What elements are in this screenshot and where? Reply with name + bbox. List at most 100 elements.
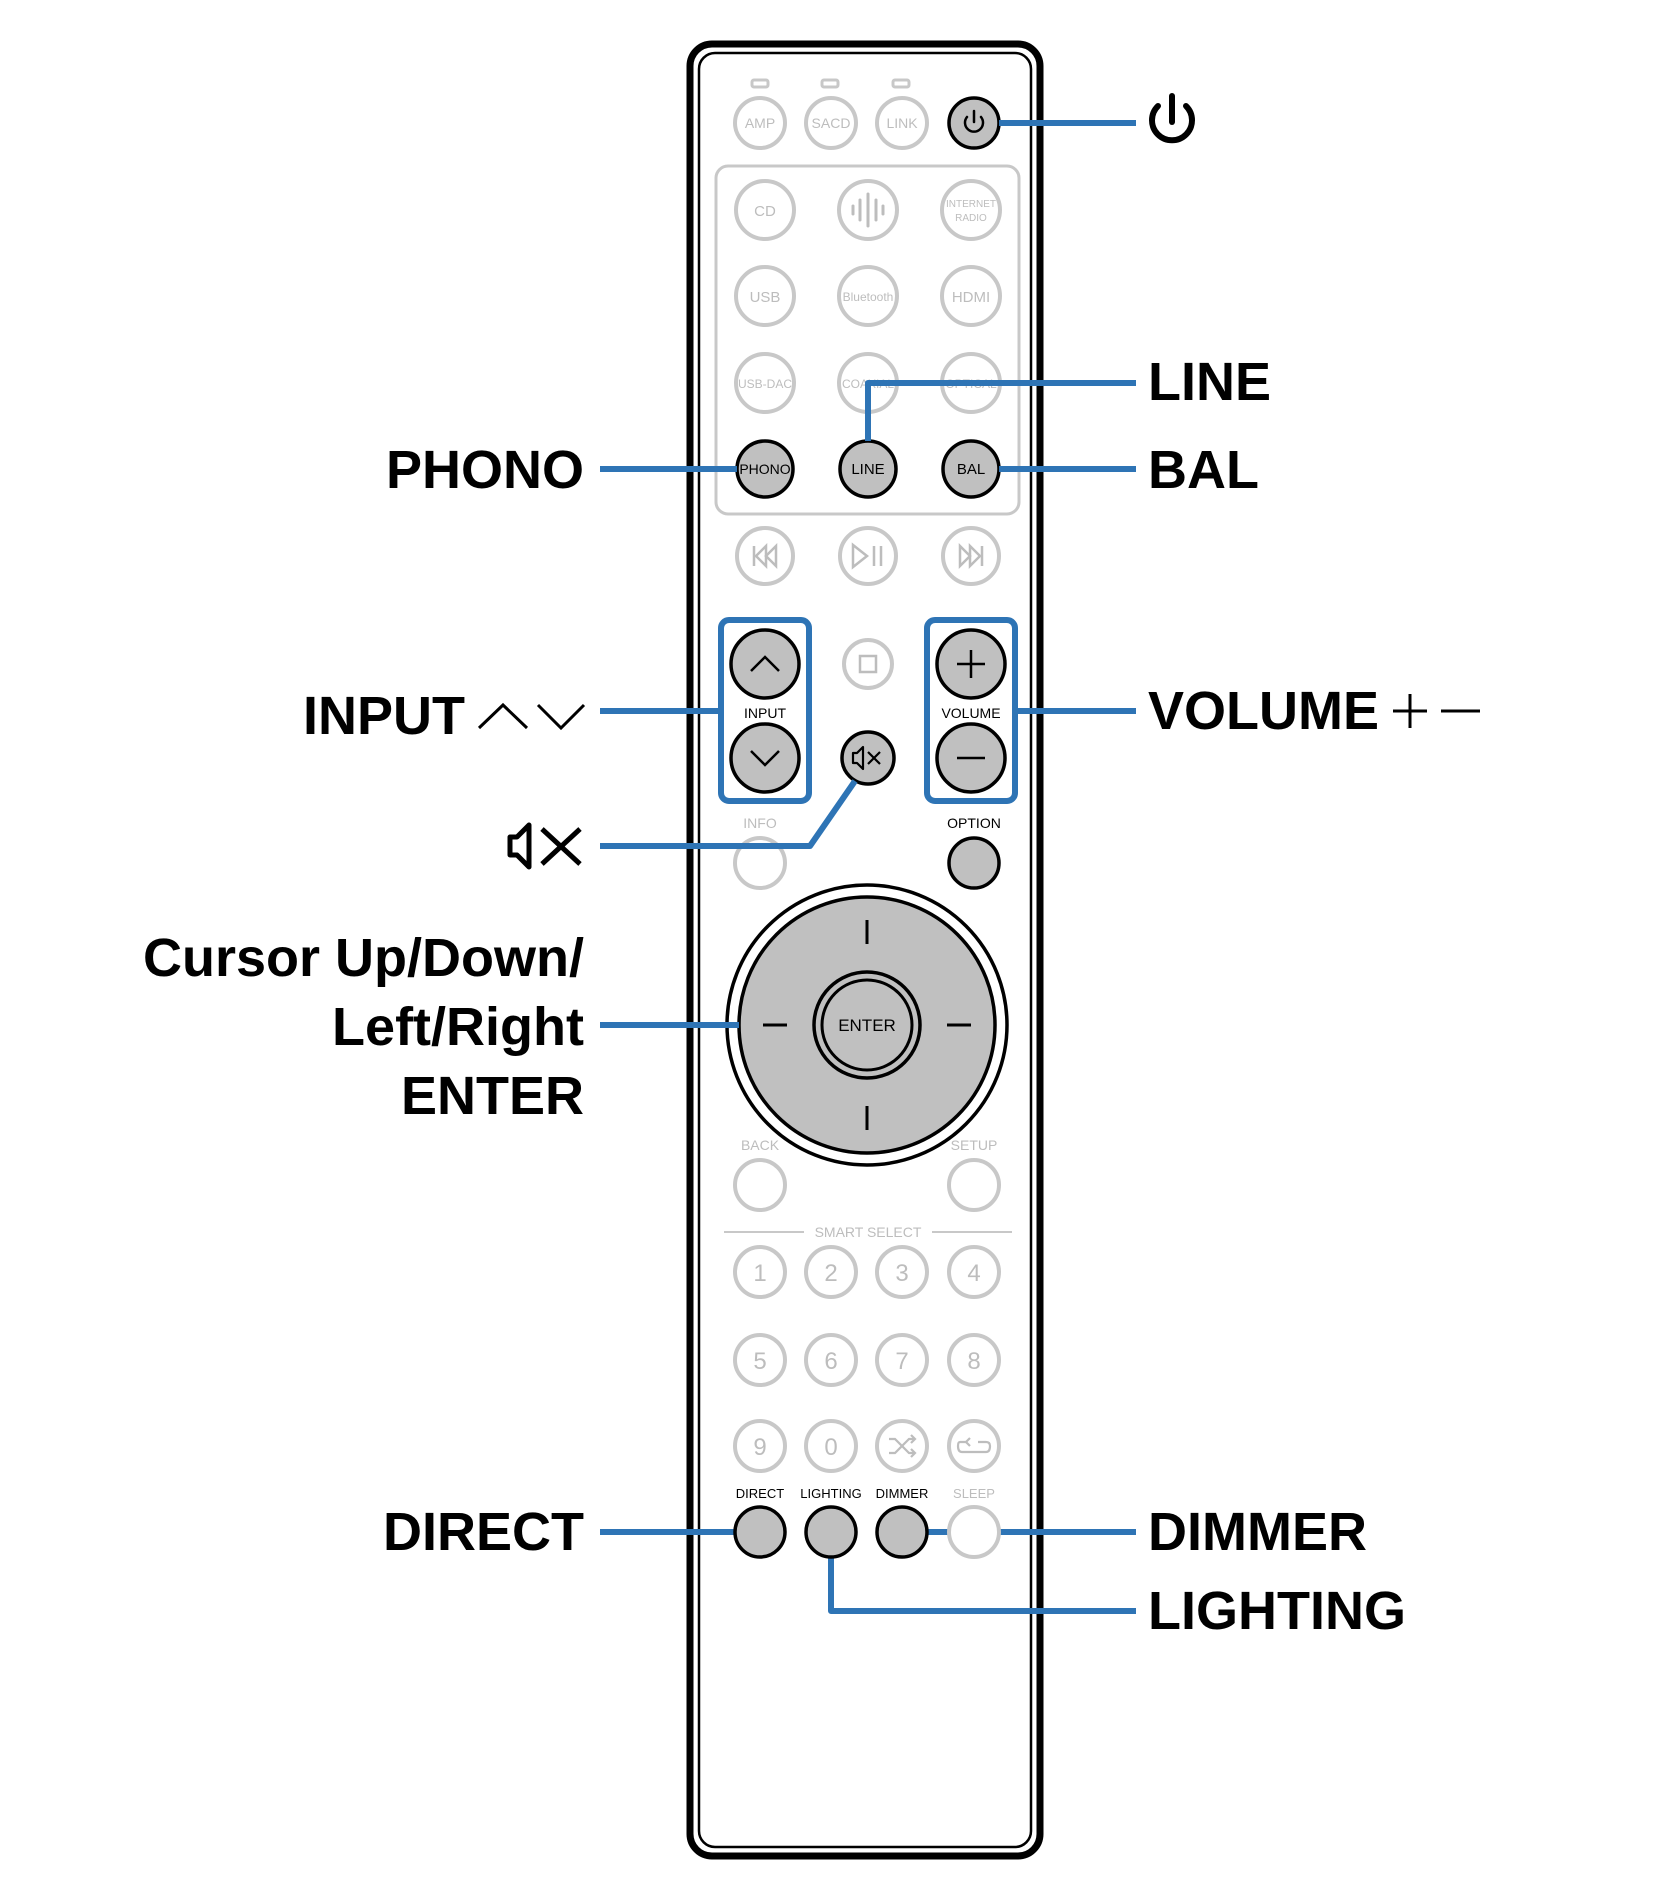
indicator-leds — [750, 78, 911, 89]
number-button-3[interactable]: 3 — [875, 1245, 929, 1299]
sleep-button[interactable] — [947, 1505, 1001, 1559]
internet-radio-button[interactable]: INTERNET RADIO — [940, 179, 1002, 241]
info-button[interactable] — [733, 836, 787, 890]
volume-label: VOLUME — [941, 705, 1000, 721]
skip-back-button[interactable] — [735, 526, 795, 586]
mute-icon — [507, 822, 582, 870]
volume-down-button[interactable] — [935, 722, 1007, 794]
number-button-6[interactable]: 6 — [804, 1333, 858, 1387]
repeat-button[interactable] — [947, 1419, 1001, 1473]
leader-lines — [600, 120, 1136, 1614]
input-down-button[interactable] — [729, 722, 801, 794]
direct-button[interactable] — [733, 1505, 787, 1559]
play-pause-button[interactable] — [838, 526, 898, 586]
network-button[interactable] — [837, 179, 899, 241]
number-button-1[interactable]: 1 — [733, 1245, 787, 1299]
smart-select-divider: SMART SELECT — [724, 1224, 1012, 1240]
skip-back-icon — [752, 542, 778, 570]
callout-dimmer: DIMMER — [1148, 1502, 1367, 1562]
svg-text:LINK: LINK — [886, 115, 918, 131]
power-icon — [963, 109, 985, 133]
input-up-button[interactable] — [729, 628, 801, 700]
link-button[interactable]: LINK — [875, 96, 929, 150]
number-button-9[interactable]: 9 — [733, 1419, 787, 1473]
svg-text:PHONO: PHONO — [739, 461, 790, 477]
svg-text:INPUT: INPUT — [303, 686, 465, 746]
cd-button[interactable]: CD — [734, 179, 796, 241]
shuffle-icon — [889, 1434, 917, 1458]
usb-dac-button[interactable]: USB-DAC — [734, 352, 796, 414]
number-button-7[interactable]: 7 — [875, 1333, 929, 1387]
enter-button[interactable]: ENTER — [812, 970, 922, 1080]
svg-text:3: 3 — [895, 1260, 908, 1287]
svg-text:CD: CD — [754, 203, 776, 220]
option-button[interactable] — [947, 836, 1001, 890]
callout-input: INPUT — [303, 686, 586, 746]
svg-text:LINE: LINE — [851, 461, 884, 478]
setup-button[interactable] — [947, 1158, 1001, 1212]
callout-line: LINE — [1148, 352, 1271, 412]
info-label: INFO — [743, 815, 777, 831]
chevron-up-icon — [477, 702, 529, 730]
chevron-down-icon — [750, 750, 780, 767]
usb-button[interactable]: USB — [734, 265, 796, 327]
hdmi-button[interactable]: HDMI — [940, 265, 1002, 327]
amp-button[interactable]: AMP — [733, 96, 787, 150]
svg-text:SMART SELECT: SMART SELECT — [815, 1224, 922, 1240]
dimmer-label: DIMMER — [876, 1486, 929, 1501]
callout-volume: VOLUME — [1148, 681, 1480, 741]
power-button[interactable] — [947, 96, 1001, 150]
line-button[interactable]: LINE — [838, 439, 898, 499]
random-button[interactable] — [875, 1419, 929, 1473]
svg-text:RADIO: RADIO — [955, 213, 987, 224]
mute-button[interactable] — [840, 730, 896, 786]
network-icon — [851, 192, 885, 228]
callout-cursor-line1: Cursor Up/Down/ — [143, 928, 584, 988]
sleep-label: SLEEP — [953, 1486, 995, 1501]
svg-text:6: 6 — [824, 1348, 837, 1375]
direct-label: DIRECT — [736, 1486, 784, 1501]
bluetooth-button[interactable]: Bluetooth — [837, 265, 899, 327]
option-label: OPTION — [947, 815, 1001, 831]
chevron-down-icon — [536, 703, 586, 731]
setup-label: SETUP — [951, 1137, 998, 1153]
power-icon — [1149, 93, 1195, 144]
lighting-button[interactable] — [804, 1505, 858, 1559]
dimmer-button[interactable] — [875, 1505, 929, 1559]
svg-text:Bluetooth: Bluetooth — [843, 290, 894, 304]
number-button-0[interactable]: 0 — [804, 1419, 858, 1473]
stop-button[interactable] — [842, 638, 894, 690]
mute-icon — [851, 745, 881, 771]
svg-text:ENTER: ENTER — [838, 1016, 896, 1035]
play-pause-icon — [851, 542, 883, 570]
svg-text:USB-DAC: USB-DAC — [738, 377, 792, 391]
chevron-up-icon — [750, 655, 780, 672]
svg-text:HDMI: HDMI — [952, 289, 990, 306]
svg-text:0: 0 — [824, 1434, 837, 1461]
callout-cursor-line2: Left/Right — [332, 997, 584, 1057]
skip-forward-button[interactable] — [941, 526, 1001, 586]
svg-text:AMP: AMP — [745, 115, 775, 131]
volume-up-button[interactable] — [935, 628, 1007, 700]
repeat-icon — [956, 1437, 992, 1454]
number-button-5[interactable]: 5 — [733, 1333, 787, 1387]
callout-phono: PHONO — [386, 440, 584, 500]
phono-button[interactable]: PHONO — [735, 439, 795, 499]
callout-power — [1149, 93, 1195, 144]
number-button-4[interactable]: 4 — [947, 1245, 1001, 1299]
number-button-8[interactable]: 8 — [947, 1333, 1001, 1387]
svg-text:BAL: BAL — [957, 461, 985, 478]
callout-direct: DIRECT — [383, 1502, 584, 1562]
stop-icon — [858, 654, 878, 674]
number-button-2[interactable]: 2 — [804, 1245, 858, 1299]
lighting-label: LIGHTING — [800, 1486, 861, 1501]
plus-icon — [957, 650, 985, 678]
callout-mute — [507, 822, 582, 870]
source-panel — [714, 164, 1021, 516]
back-label: BACK — [741, 1137, 780, 1153]
svg-text:4: 4 — [967, 1260, 980, 1287]
bal-button[interactable]: BAL — [941, 439, 1001, 499]
sacd-button[interactable]: SACD — [804, 96, 858, 150]
back-button[interactable] — [733, 1158, 787, 1212]
